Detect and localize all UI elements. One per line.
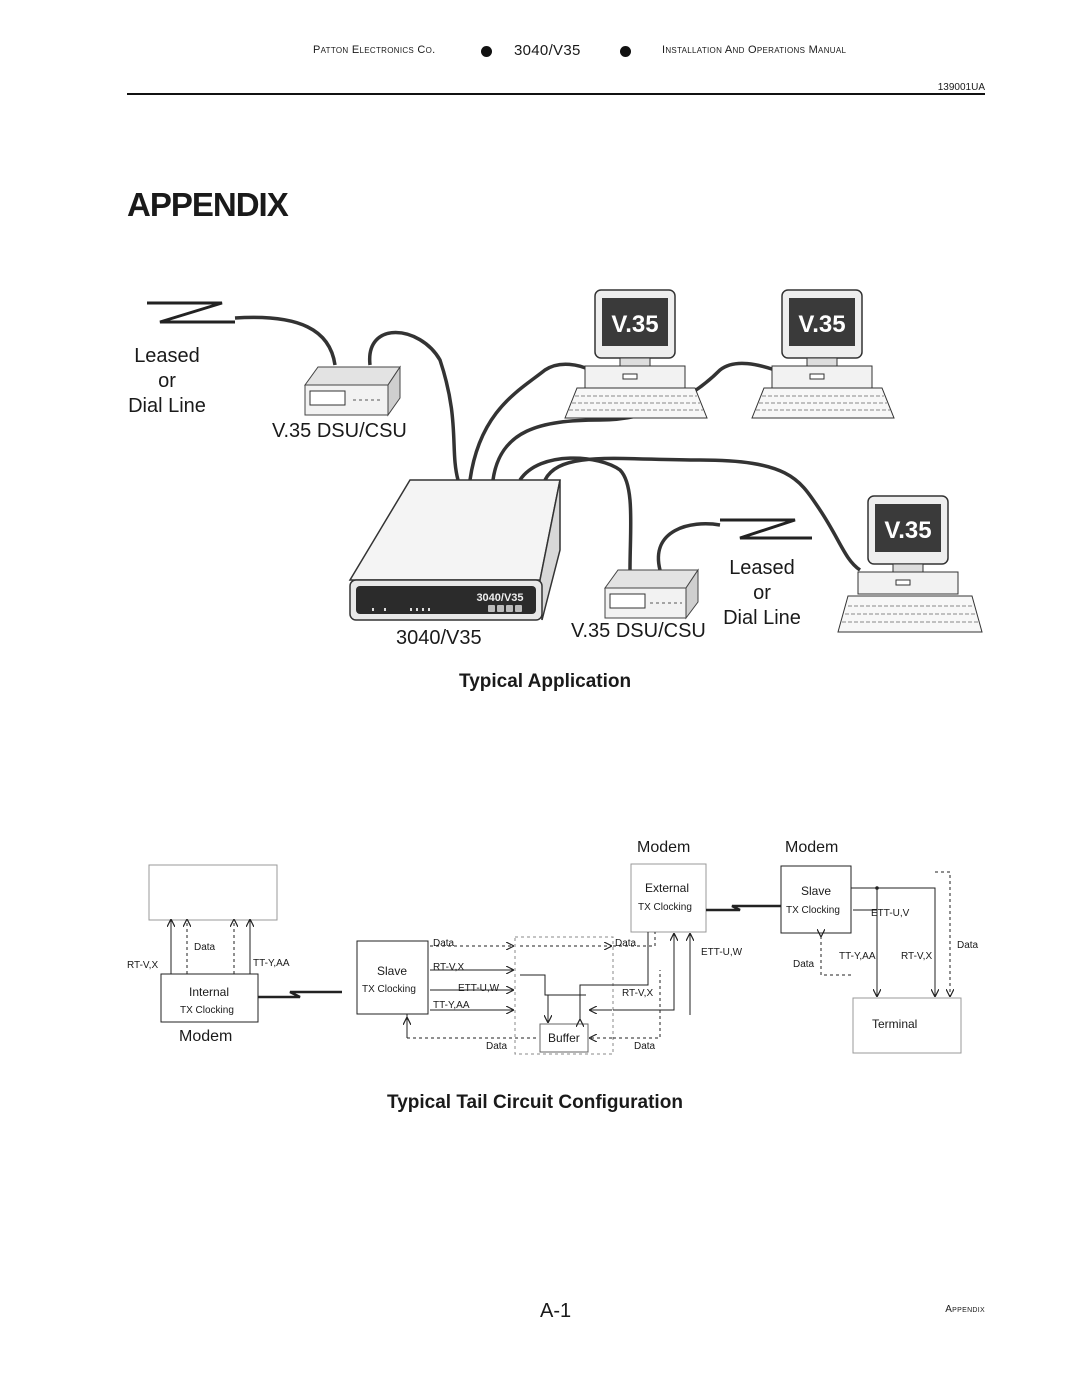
dial-line-text: Dial Line: [128, 395, 206, 417]
leased-text: Leased: [729, 557, 795, 579]
ett-uv-label: ETT-U,V: [871, 908, 910, 919]
computer-1: V.35: [564, 289, 708, 419]
box-external-modem: [630, 863, 707, 933]
line: [613, 932, 656, 947]
header-bullet: [481, 46, 492, 57]
application-diagram: 3040/V35 V.35 V.35 V.35: [147, 289, 983, 633]
line: [935, 871, 950, 996]
external-label: External: [645, 881, 690, 895]
data-label: Data: [486, 1041, 508, 1052]
line: [580, 984, 613, 1020]
dsu-csu-label-1: V.35 DSU/CSU: [272, 420, 407, 442]
rt-vx-label: RT-V,X: [901, 951, 933, 962]
cable: [543, 456, 862, 572]
or-text: or: [753, 582, 771, 604]
data-label: Data: [634, 1041, 656, 1052]
modem-label-slave-right: Modem: [785, 839, 839, 856]
data-label: Data: [793, 959, 815, 970]
application-caption: Typical Application: [459, 671, 632, 692]
computer-2: V.35: [751, 289, 895, 419]
line: [821, 936, 853, 976]
data-label: Data: [194, 942, 216, 953]
slave-label-right: Slave: [801, 884, 832, 898]
leased-text: Leased: [134, 345, 200, 367]
modem-label-external: Modem: [637, 839, 691, 856]
line-bolt-2: [720, 518, 812, 540]
page-title: APPENDIX: [127, 186, 289, 223]
line-bolt: [706, 904, 781, 912]
tail-circuit-diagram: [148, 863, 962, 1055]
box-slave-modem-2: [780, 865, 852, 934]
internal-label: Internal: [189, 985, 230, 999]
line: [613, 934, 674, 1011]
line-bolt: [258, 990, 342, 999]
box-empty: [148, 864, 278, 921]
screen-text: V.35: [798, 311, 845, 338]
box-slave-modem: [356, 940, 429, 1015]
terminal-label: Terminal: [872, 1017, 918, 1031]
tx-clocking-label-slave: TX Clocking: [362, 984, 416, 995]
device-label: 3040/V35: [396, 627, 482, 649]
header-model: 3040/V35: [514, 42, 581, 59]
cable: [368, 330, 460, 481]
footer-section: Appendix: [945, 1304, 985, 1315]
data-label: Data: [615, 938, 637, 949]
buffer-label: Buffer: [548, 1031, 580, 1045]
computer-3: V.35: [837, 495, 983, 633]
box-buffer: [539, 1023, 589, 1053]
screen-text: V.35: [611, 311, 658, 338]
data-label: Data: [433, 938, 455, 949]
modem-label-internal: Modem: [179, 1028, 233, 1045]
box-terminal: [852, 997, 962, 1054]
line: [613, 932, 649, 986]
rt-vx-label: RT-V,X: [433, 962, 465, 973]
line: [613, 970, 661, 1039]
or-text: or: [158, 370, 176, 392]
dsu-csu-label-2: V.35 DSU/CSU: [571, 620, 706, 642]
tx-clocking-label-slave-right: TX Clocking: [786, 905, 840, 916]
tx-clocking-label-internal: TX Clocking: [180, 1005, 234, 1016]
box-interface: [514, 936, 614, 1055]
leased-line-label-2: Leased or Dial Line: [712, 556, 812, 631]
tx-clocking-label-external: TX Clocking: [638, 902, 692, 913]
line: [520, 974, 586, 996]
data-label: Data: [957, 940, 979, 951]
line: [851, 887, 935, 996]
line-bolt-1: [147, 301, 235, 324]
tt-yaa-label: TT-Y,AA: [839, 951, 876, 962]
header-company: Patton Electronics Co.: [313, 44, 436, 56]
device-badge-text: 3040/V35: [476, 592, 523, 604]
cable: [468, 362, 591, 481]
header-manual: Installation And Operations Manual: [662, 44, 847, 56]
slave-label: Slave: [377, 964, 408, 978]
tt-yaa-label: TT-Y,AA: [253, 958, 290, 969]
dial-line-text: Dial Line: [723, 607, 801, 629]
doc-number: 139001UA: [937, 82, 985, 93]
cable: [518, 456, 633, 571]
rt-vx-label: RT-V,X: [127, 960, 159, 971]
dsu-csu-unit-2: [604, 568, 699, 620]
page-number: A-1: [540, 1300, 572, 1322]
screen-text: V.35: [884, 517, 931, 544]
rt-vx-label: RT-V,X: [622, 988, 654, 999]
cable: [234, 315, 337, 366]
tt-yaa-label: TT-Y,AA: [433, 1000, 470, 1011]
dsu-csu-unit-1: [304, 365, 401, 417]
cable: [656, 522, 721, 571]
header-rule: [127, 93, 985, 95]
header-bullet: [620, 46, 631, 57]
tail-circuit-caption: Typical Tail Circuit Configuration: [387, 1092, 683, 1113]
leased-line-label-1: Leased or Dial Line: [117, 344, 217, 419]
node-dot: [875, 886, 879, 890]
ett-uw-label: ETT-U,W: [458, 983, 500, 994]
line: [406, 1014, 538, 1039]
device-3040-v35: 3040/V35: [348, 479, 561, 621]
ett-uw-label: ETT-U,W: [701, 947, 743, 958]
